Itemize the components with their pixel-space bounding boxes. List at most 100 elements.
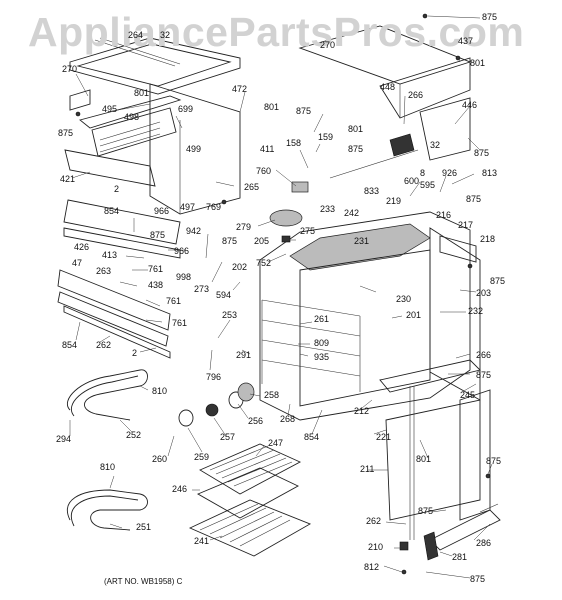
callout-label: 273 (194, 284, 209, 294)
callout-label: 201 (406, 310, 421, 320)
top-panel-part (69, 37, 241, 95)
callout-label: 158 (286, 138, 301, 148)
front-trim-part (63, 149, 181, 259)
callout-label: 600 (404, 176, 419, 186)
callout-label: 219 (386, 196, 401, 206)
broil-element-part (67, 489, 148, 531)
callout-label: 279 (236, 222, 251, 232)
callout-label: 801 (348, 124, 363, 134)
side-rail-part (57, 269, 171, 359)
callout-label: 499 (186, 144, 201, 154)
callout-label: 253 (222, 310, 237, 320)
callout-label: 233 (320, 204, 335, 214)
top-cover-part (298, 25, 472, 119)
callout-label: 594 (216, 290, 231, 300)
callout-label: 426 (74, 242, 89, 252)
callout-label: 421 (60, 174, 75, 184)
callout-label: 875 (476, 370, 491, 380)
callout-label: 752 (256, 258, 271, 268)
callout-label: 769 (206, 202, 221, 212)
callout-label: 875 (474, 148, 489, 158)
callout-label: 495 (102, 104, 117, 114)
callout-label: 232 (468, 306, 483, 316)
callout-label: 935 (314, 352, 329, 362)
leader-lines (69, 15, 493, 579)
callout-label: 32 (160, 30, 170, 40)
callout-label: 260 (152, 454, 167, 464)
callout-label: 270 (62, 64, 77, 74)
callout-label: 202 (232, 262, 247, 272)
callout-label: 875 (482, 12, 497, 22)
callout-label: 270 (320, 40, 335, 50)
callout-label: 875 (490, 276, 505, 286)
callout-label: 261 (314, 314, 329, 324)
callout-label: 801 (470, 58, 485, 68)
callout-label: 761 (148, 264, 163, 274)
rear-bracket-part (329, 97, 471, 179)
callout-label: 218 (480, 234, 495, 244)
callout-label: 203 (476, 288, 491, 298)
callout-label: 259 (194, 452, 209, 462)
callout-label: 446 (462, 100, 477, 110)
callout-label: 801 (416, 454, 431, 464)
callout-label: 796 (206, 372, 221, 382)
callout-labels: 875 264 32 270 270 448 437 801 801 801 8… (56, 12, 505, 584)
door-hinge-part (423, 503, 501, 561)
callout-label: 268 (280, 414, 295, 424)
callout-label: 291 (236, 350, 251, 360)
callout-label: 498 (124, 112, 139, 122)
callout-label: 241 (194, 536, 209, 546)
callout-label: 761 (172, 318, 187, 328)
callout-label: 281 (452, 552, 467, 562)
callout-label: 247 (268, 438, 283, 448)
callout-label: 942 (186, 226, 201, 236)
callout-label: 242 (344, 208, 359, 218)
callout-label: 245 (460, 390, 475, 400)
callout-label: 230 (396, 294, 411, 304)
callout-label: 438 (148, 280, 163, 290)
callout-label: 221 (376, 432, 391, 442)
screw-hardware-part (75, 13, 491, 575)
art-number-caption: (ART NO. WB1958) C (104, 577, 183, 586)
callout-label: 854 (104, 206, 119, 216)
callout-label: 251 (136, 522, 151, 532)
callout-label: 875 (296, 106, 311, 116)
callout-label: 966 (174, 246, 189, 256)
callout-label: 286 (476, 538, 491, 548)
callout-label: 875 (466, 194, 481, 204)
callout-label: 833 (364, 186, 379, 196)
bake-element-part (67, 369, 148, 421)
callout-label: 212 (354, 406, 369, 416)
callout-label: 32 (430, 140, 440, 150)
callout-label: 257 (220, 432, 235, 442)
callout-label: 966 (154, 206, 169, 216)
site-watermark: AppliancePartsPros.com (28, 9, 524, 55)
callout-label: 275 (300, 226, 315, 236)
oven-rack-part (188, 499, 312, 557)
callout-label: 875 (150, 230, 165, 240)
callout-label: 813 (482, 168, 497, 178)
callout-label: 294 (56, 434, 71, 444)
callout-label: 497 (180, 202, 195, 212)
callout-label: 2 (114, 184, 119, 194)
callout-label: 159 (318, 132, 333, 142)
callout-label: 875 (348, 144, 363, 154)
callout-label: 263 (96, 266, 111, 276)
callout-label: 760 (256, 166, 271, 176)
callout-label: 266 (408, 90, 423, 100)
callout-label: 812 (364, 562, 379, 572)
callout-label: 8 (420, 168, 425, 178)
callout-label: 437 (458, 36, 473, 46)
callout-label: 801 (134, 88, 149, 98)
callout-label: 262 (366, 516, 381, 526)
callout-label: 411 (260, 144, 274, 154)
callout-label: 217 (458, 220, 473, 230)
callout-label: 264 (128, 30, 143, 40)
callout-label: 595 (420, 180, 435, 190)
callout-label: 258 (264, 390, 279, 400)
upper-trim-part (69, 83, 241, 215)
callout-label: 266 (476, 350, 491, 360)
callout-label: 761 (166, 296, 181, 306)
broil-pan-part (196, 443, 302, 519)
